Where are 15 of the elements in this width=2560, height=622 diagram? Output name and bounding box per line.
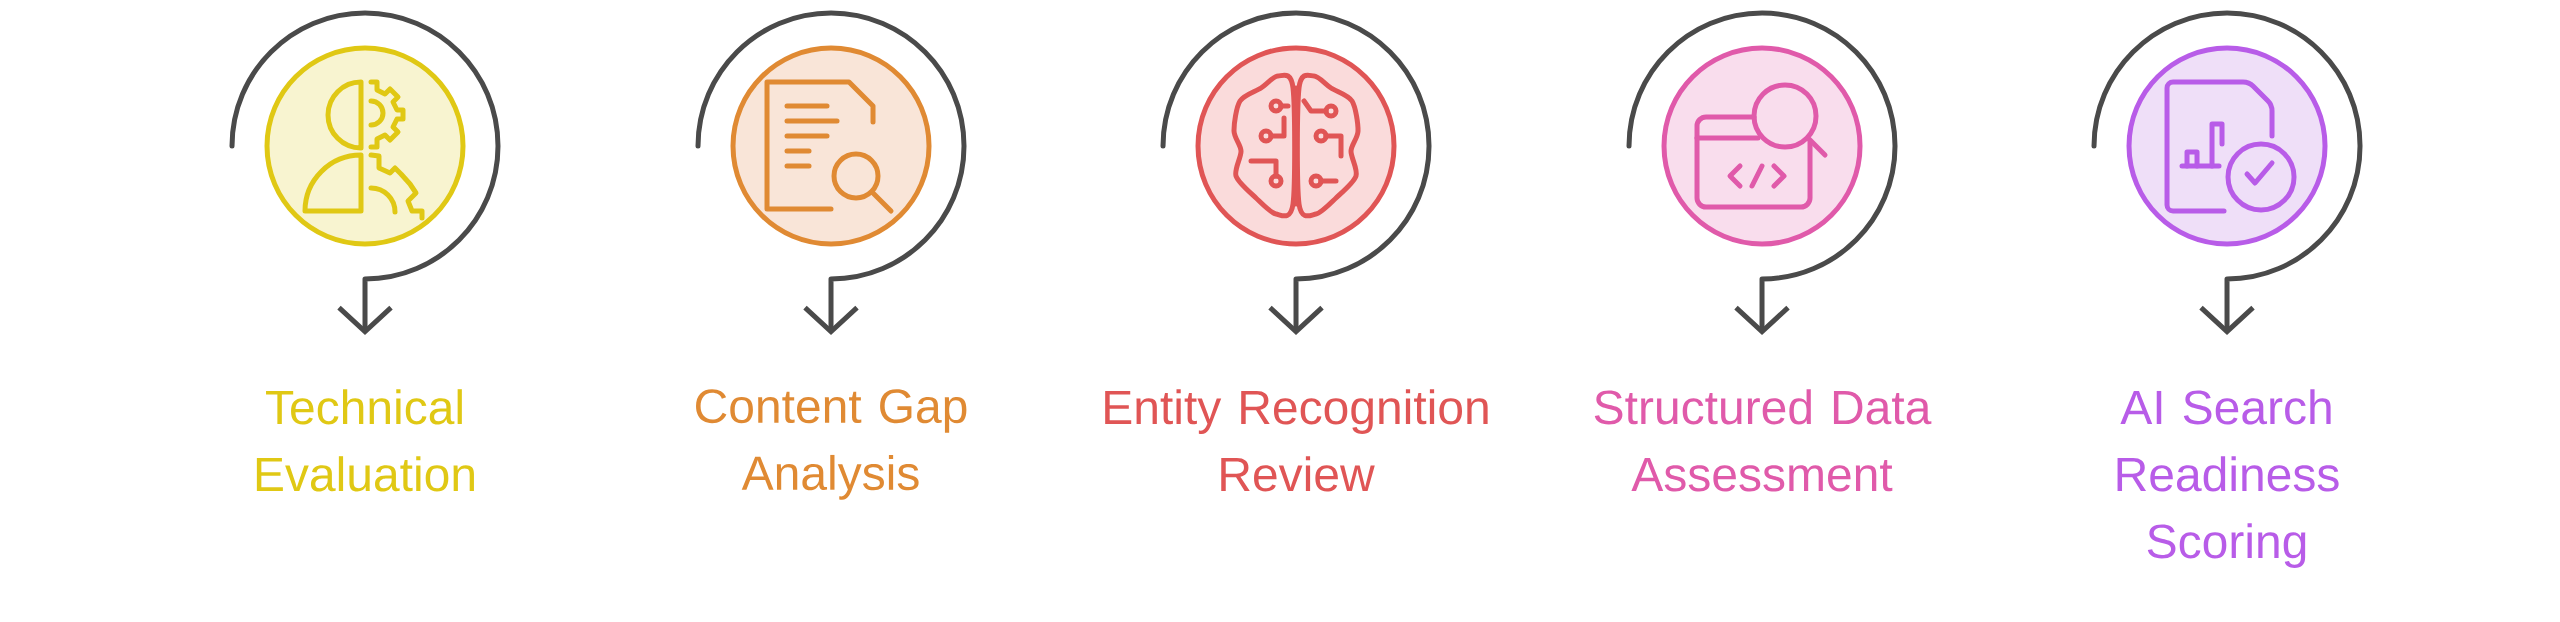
- spiral-arrow: [695, 10, 967, 335]
- step-circle: [1661, 45, 1863, 247]
- step-circle: [2126, 45, 2328, 247]
- step-circle: [730, 45, 932, 247]
- step-label: Content Gap Analysis: [696, 389, 967, 500]
- step-circle: [1195, 45, 1397, 247]
- spiral-arrow: [229, 10, 501, 335]
- spiral-arrow: [1626, 10, 1898, 335]
- step-label: Technical Evaluation: [256, 389, 474, 492]
- step-circle: [264, 45, 466, 247]
- step-label: Entity Recognition Review: [1105, 389, 1488, 492]
- step-label: AI Search Readiness Scoring: [2117, 389, 2339, 568]
- spiral-arrow: [1160, 10, 1432, 335]
- spiral-arrow: [2091, 10, 2363, 335]
- step-label: Structured Data Assessment: [1594, 389, 1932, 492]
